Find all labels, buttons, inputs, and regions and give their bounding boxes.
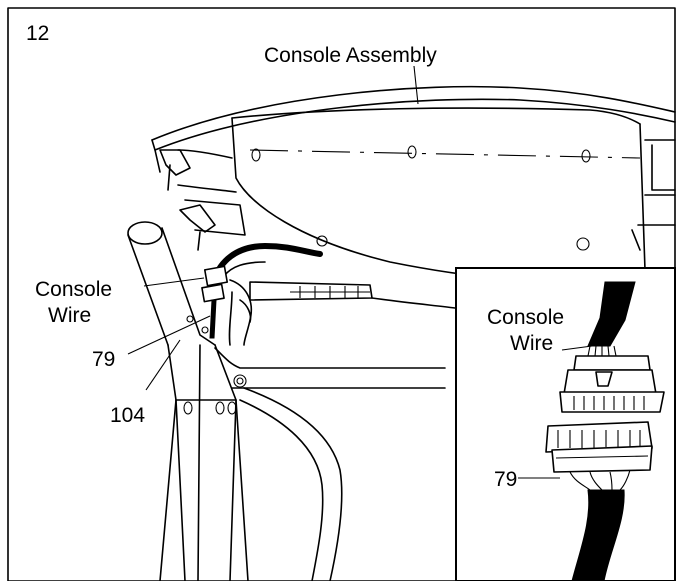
leader-console-assembly [413,65,419,105]
label-part-104: 104 [110,404,145,427]
console-wire-main [201,242,323,346]
label-console-wire-line1: Console [35,278,112,301]
upright-tube [127,221,446,581]
leader-104 [145,339,181,391]
label-console-wire-line2: Wire [48,304,91,327]
leader-console-wire [143,277,205,287]
label-part-79: 79 [92,348,115,371]
leader-79 [127,315,211,355]
inset-label-console-wire-line1: Console [487,306,564,329]
inset-detail [455,267,676,581]
label-console-assembly: Console Assembly [264,44,437,67]
step-number: 12 [26,22,49,45]
inset-label-console-wire-line2: Wire [510,332,553,355]
inset-label-part-79: 79 [494,468,517,491]
console-assembly [151,85,676,309]
